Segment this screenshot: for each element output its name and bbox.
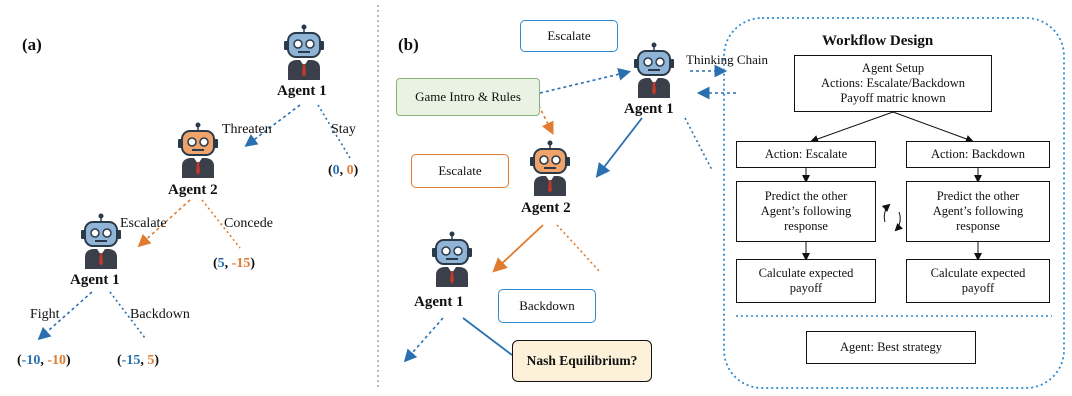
nash-equilibrium-box: Nash Equilibrium? <box>512 340 652 382</box>
robot-agent2-icon <box>178 122 218 178</box>
predict-left-box: Predict the other Agent’s following resp… <box>736 181 876 242</box>
workflow-title: Workflow Design <box>822 33 934 49</box>
predict-right-box: Predict the other Agent’s following resp… <box>906 181 1050 242</box>
edge-label-escalate: Escalate <box>120 216 167 231</box>
edge-label-threaten: Threaten <box>222 122 272 137</box>
robot-agent1-lower-icon <box>81 213 121 269</box>
thinking-chain-label: Thinking Chain <box>686 52 768 67</box>
payoff-fight: (-10, -10) <box>17 353 71 368</box>
edge-concede <box>201 199 241 249</box>
action-escalate-box: Action: Escalate <box>736 141 876 168</box>
robot-b-agent1-icon <box>634 42 674 98</box>
speech-bubble-escalate-agent2: Escalate <box>411 154 509 188</box>
panel-b-label: (b) <box>398 35 419 54</box>
calc-right-box: Calculate expected payoff <box>906 259 1050 303</box>
b-agent1-top-label: Agent 1 <box>624 101 674 117</box>
payoff-stay: (0, 0) <box>328 163 359 178</box>
payoff-concede: (5, -15) <box>213 256 256 271</box>
speech-bubble-escalate-agent1: Escalate <box>520 20 618 52</box>
edge-label-stay: Stay <box>331 122 356 137</box>
game-intro-box: Game Intro & Rules <box>396 78 540 116</box>
edge-threaten <box>244 104 301 147</box>
edge-agent2-to-agent1 <box>492 224 544 273</box>
agent2-label: Agent 2 <box>168 182 218 198</box>
edge-agent1-bottom-dotted <box>403 317 444 363</box>
agent1-bottom-label: Agent 1 <box>70 272 120 288</box>
workflow-boundary <box>723 17 1065 389</box>
edge-agent1-dotted <box>684 117 713 171</box>
b-agent2-label: Agent 2 <box>521 200 571 216</box>
edge-agent2-dotted <box>556 224 601 273</box>
edge-label-fight: Fight <box>30 307 60 322</box>
edge-label-backdown: Backdown <box>130 307 190 322</box>
edge-to-nash <box>462 317 513 356</box>
speech-bubble-backdown: Backdown <box>498 289 596 323</box>
edge-agent1-to-agent2 <box>595 117 643 178</box>
payoff-backdown: (-15, 5) <box>117 353 160 368</box>
edge-intro-to-agent1 <box>539 68 632 94</box>
robot-b-agent1-lower-icon <box>432 231 472 287</box>
action-backdown-box: Action: Backdown <box>906 141 1050 168</box>
panel-a-label: (a) <box>22 35 42 54</box>
agent1-top-label: Agent 1 <box>277 83 327 99</box>
agent-setup-box: Agent Setup Actions: Escalate/Backdown P… <box>794 55 992 112</box>
robot-b-agent2-icon <box>530 140 570 196</box>
edge-label-concede: Concede <box>224 216 273 231</box>
edge-stay <box>317 104 351 159</box>
best-strategy-box: Agent: Best strategy <box>806 331 976 364</box>
robot-agent1-icon <box>284 24 324 80</box>
calc-left-box: Calculate expected payoff <box>736 259 876 303</box>
edge-escalate <box>137 199 191 248</box>
b-agent1-bottom-label: Agent 1 <box>414 294 464 310</box>
